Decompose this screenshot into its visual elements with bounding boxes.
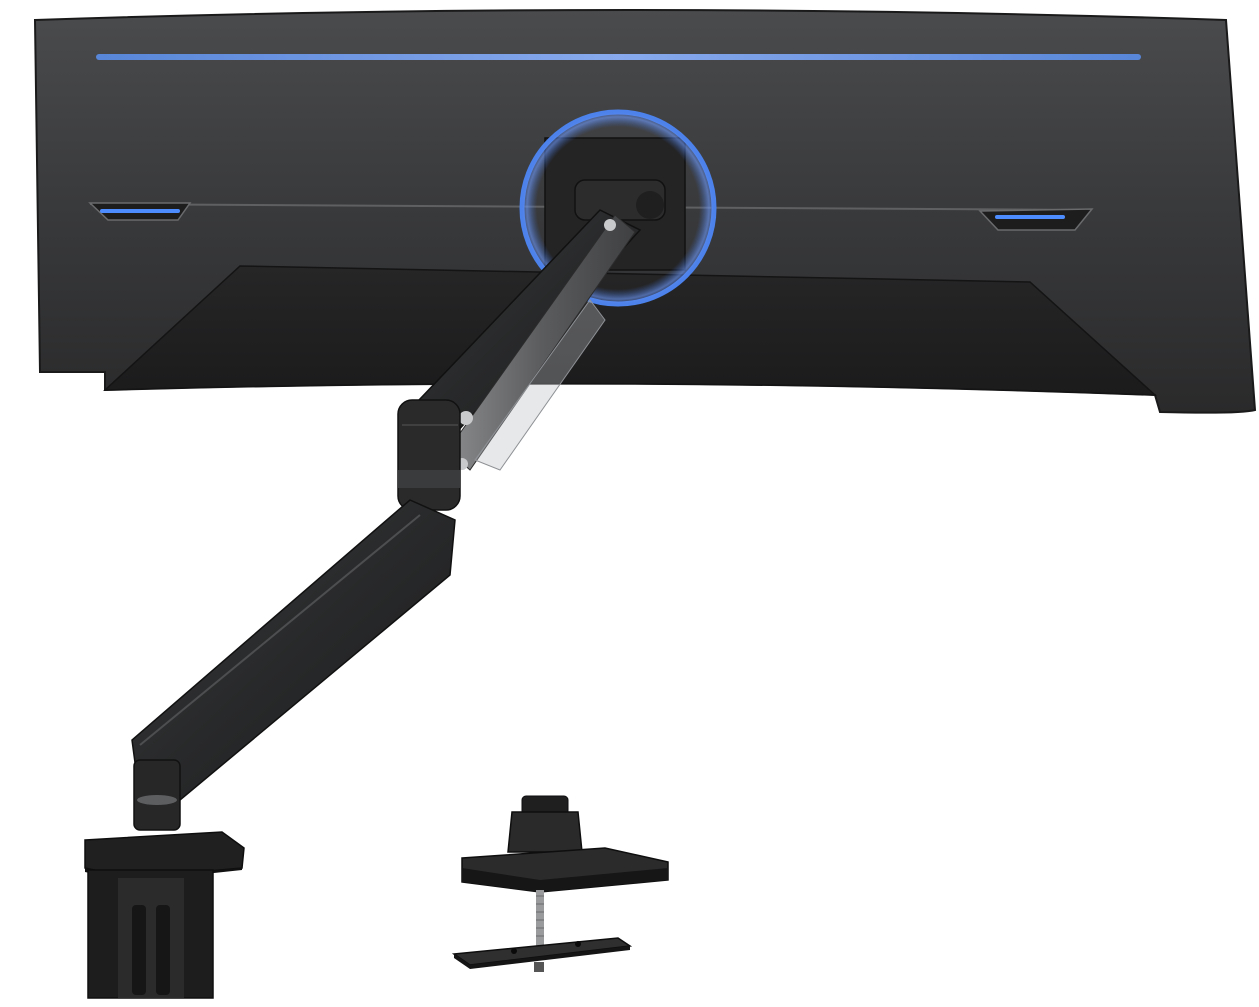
elbow-joint bbox=[397, 399, 461, 511]
desk-clamp bbox=[84, 831, 245, 999]
lower-arm bbox=[131, 499, 456, 831]
grommet-mount bbox=[451, 795, 669, 972]
monitor-top-light-strip bbox=[96, 54, 1141, 60]
monitor-lower-panel bbox=[103, 265, 1158, 396]
upper-arm bbox=[398, 179, 666, 471]
monitor-right-accent bbox=[978, 208, 1094, 231]
